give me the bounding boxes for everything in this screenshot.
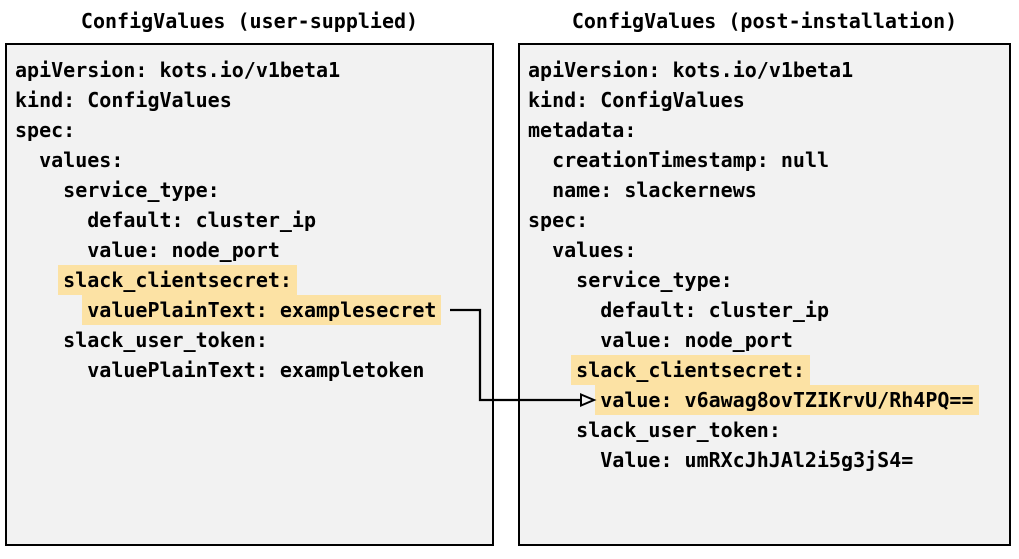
yaml-line-text: value: node_port xyxy=(600,328,793,352)
yaml-line: slack_user_token: xyxy=(528,415,1001,445)
yaml-line-text: valuePlainText: exampletoken xyxy=(87,358,425,382)
yaml-line-text: metadata: xyxy=(528,118,637,142)
yaml-line: slack_user_token: xyxy=(15,325,484,355)
yaml-line: default: cluster_ip xyxy=(15,205,484,235)
yaml-line: value: v6awag8ovTZIKrvU/Rh4PQ== xyxy=(528,385,1001,415)
yaml-line-text-highlighted: value: v6awag8ovTZIKrvU/Rh4PQ== xyxy=(595,385,979,415)
yaml-line: valuePlainText: examplesecret xyxy=(15,295,484,325)
yaml-line: spec: xyxy=(15,115,484,145)
yaml-line: values: xyxy=(528,235,1001,265)
yaml-line: service_type: xyxy=(15,175,484,205)
yaml-line-text: value: node_port xyxy=(87,238,280,262)
yaml-line: creationTimestamp: null xyxy=(528,145,1001,175)
yaml-line-text: service_type: xyxy=(63,178,220,202)
yaml-line: apiVersion: kots.io/v1beta1 xyxy=(528,55,1001,85)
right-panel-title: ConfigValues (post-installation) xyxy=(571,9,958,33)
yaml-line-text: values: xyxy=(39,148,124,172)
yaml-line-text: default: cluster_ip xyxy=(87,208,317,232)
left-panel-title: ConfigValues (user-supplied) xyxy=(80,9,419,33)
yaml-line: value: node_port xyxy=(528,325,1001,355)
yaml-line-text: kind: ConfigValues xyxy=(15,88,232,112)
yaml-line: kind: ConfigValues xyxy=(15,85,484,115)
yaml-line-text: apiVersion: kots.io/v1beta1 xyxy=(528,58,854,82)
yaml-line: apiVersion: kots.io/v1beta1 xyxy=(15,55,484,85)
config-panel-left: apiVersion: kots.io/v1beta1 kind: ConfigV… xyxy=(5,43,494,546)
panel-lines-left: apiVersion: kots.io/v1beta1 kind: ConfigV… xyxy=(7,45,492,395)
yaml-line-text: slack_user_token: xyxy=(576,418,781,442)
yaml-line: slack_clientsecret: xyxy=(528,355,1001,385)
yaml-line: Value: umRXcJhJAl2i5g3jS4= xyxy=(528,445,1001,475)
yaml-line-text: Value: umRXcJhJAl2i5g3jS4= xyxy=(600,448,914,472)
yaml-line-text: creationTimestamp: null xyxy=(552,148,830,172)
panel-lines-right: apiVersion: kots.io/v1beta1 kind: ConfigV… xyxy=(520,45,1009,485)
config-panel-right: apiVersion: kots.io/v1beta1 kind: ConfigV… xyxy=(518,43,1011,546)
yaml-line: values: xyxy=(15,145,484,175)
yaml-line-text: values: xyxy=(552,238,637,262)
yaml-line-text: slack_user_token: xyxy=(63,328,268,352)
yaml-line: default: cluster_ip xyxy=(528,295,1001,325)
yaml-line-text: apiVersion: kots.io/v1beta1 xyxy=(15,58,341,82)
yaml-line-text-highlighted: slack_clientsecret: xyxy=(58,265,297,295)
yaml-line: valuePlainText: exampletoken xyxy=(15,355,484,385)
yaml-line-text: default: cluster_ip xyxy=(600,298,830,322)
yaml-line: metadata: xyxy=(528,115,1001,145)
yaml-line-text: service_type: xyxy=(576,268,733,292)
yaml-line-text-highlighted: valuePlainText: examplesecret xyxy=(82,295,442,325)
yaml-line-text-highlighted: slack_clientsecret: xyxy=(571,355,810,385)
yaml-line: kind: ConfigValues xyxy=(528,85,1001,115)
yaml-line-text: kind: ConfigValues xyxy=(528,88,745,112)
yaml-line-text: name: slackernews xyxy=(552,178,757,202)
yaml-line-text: spec: xyxy=(528,208,589,232)
yaml-line: spec: xyxy=(528,205,1001,235)
yaml-line: service_type: xyxy=(528,265,1001,295)
yaml-line: name: slackernews xyxy=(528,175,1001,205)
yaml-line: slack_clientsecret: xyxy=(15,265,484,295)
yaml-line-text: spec: xyxy=(15,118,76,142)
yaml-line: value: node_port xyxy=(15,235,484,265)
